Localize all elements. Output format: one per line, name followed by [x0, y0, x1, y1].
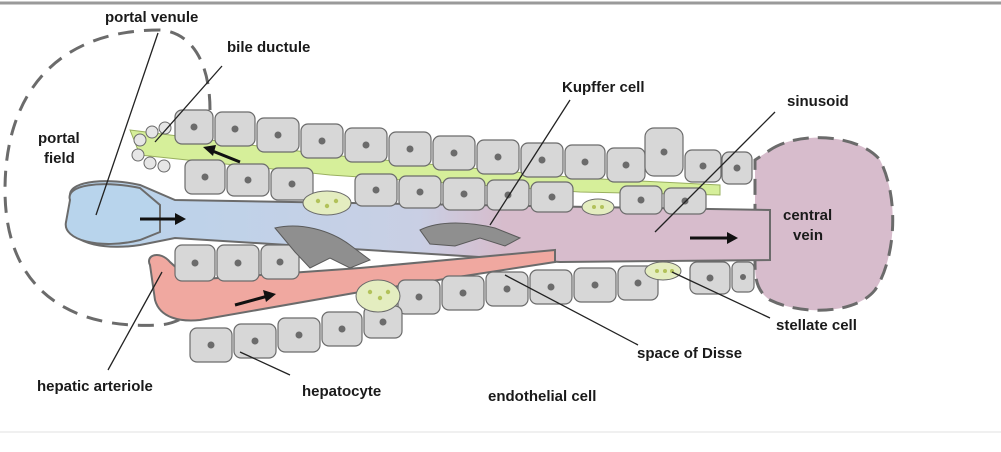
label-portal-field-line2: field [44, 150, 75, 167]
flow-arrows [140, 145, 738, 307]
label-hepatic-arteriole: hepatic arteriole [37, 378, 153, 395]
label-bile-ductule: bile ductule [227, 39, 310, 56]
leader-lines [95, 32, 776, 376]
kupffer-cells [274, 222, 522, 269]
hepatocyte-plate-lower [174, 244, 755, 363]
stellate-cells [302, 190, 682, 313]
hepatocyte-plate-upper [174, 109, 753, 215]
central-vein [753, 136, 895, 312]
label-central-vein-line2: vein [793, 227, 823, 244]
label-kupffer-cell: Kupffer cell [562, 79, 645, 96]
portal-venule [64, 183, 161, 245]
label-portal-field-line1: portal [38, 130, 80, 147]
hepatic-arteriole [148, 248, 556, 322]
label-portal-venule: portal venule [105, 9, 198, 26]
portal-field-boundary [3, 28, 212, 327]
label-endothelial-cell: endothelial cell [488, 388, 596, 405]
label-central-vein-line1: central [783, 207, 832, 224]
label-stellate-cell: stellate cell [776, 317, 857, 334]
label-sinusoid: sinusoid [787, 93, 849, 110]
label-space-of-disse: space of Disse [637, 345, 742, 362]
label-hepatocyte: hepatocyte [302, 383, 381, 400]
bile-ductule-epithelium [131, 121, 172, 173]
